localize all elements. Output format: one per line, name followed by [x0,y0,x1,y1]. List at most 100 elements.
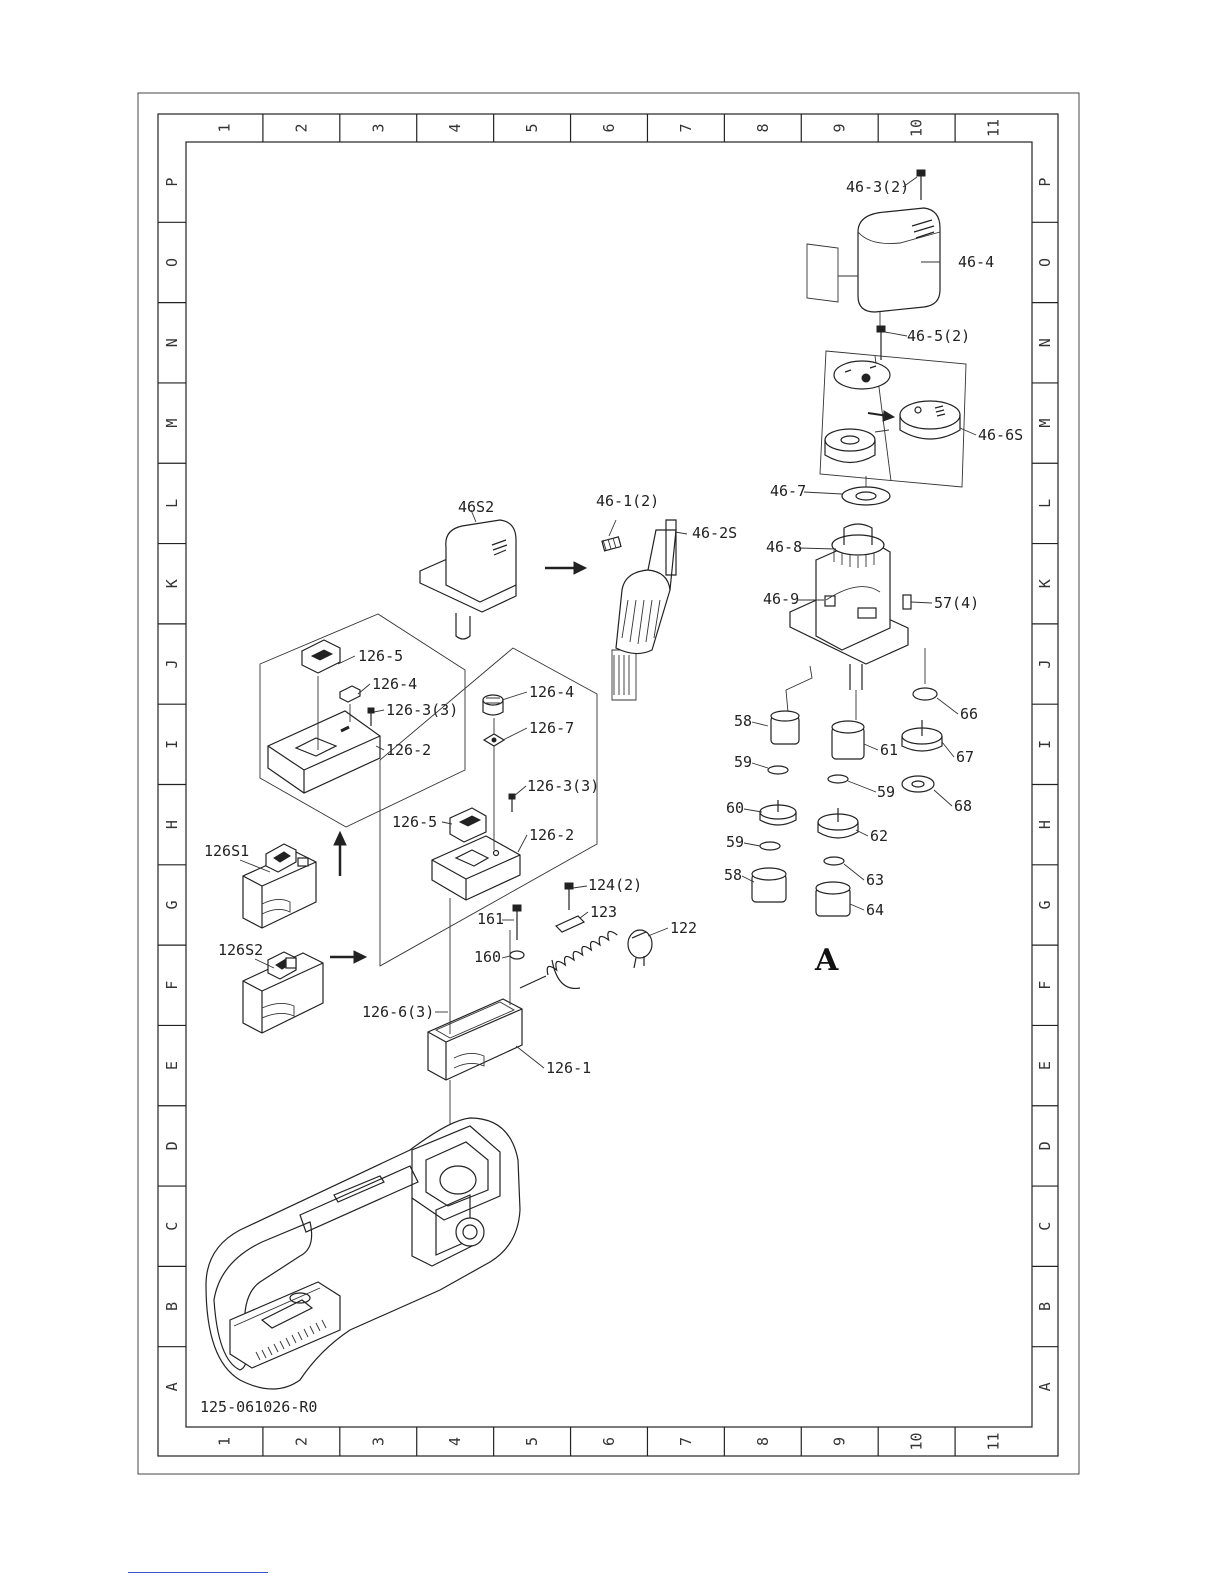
row-label-J-left: J [163,660,181,669]
row-label-D-right: D [1036,1141,1054,1150]
label-126-4-lower: 126-4 [529,683,574,701]
label-58-upper: 58 [734,712,752,730]
row-label-F-left: F [163,981,181,990]
label-124: 124(2) [588,876,642,894]
row-label-L-right: L [1036,499,1054,508]
label-58-lower: 58 [724,866,742,884]
label-126-7: 126-7 [529,719,574,737]
label-59-lower: 59 [726,833,744,851]
label-59-middle: 59 [877,783,895,801]
label-126-5-upper: 126-5 [358,647,403,665]
label-46-2S: 46-2S [692,524,737,542]
column-label-2-top: 2 [292,123,310,132]
armature-46-2S [601,519,688,701]
column-label-11-bottom: 11 [985,1432,1003,1450]
row-label-E-left: E [163,1061,181,1070]
row-label-L-left: L [163,499,181,508]
row-label-A-left: A [163,1382,181,1391]
column-label-2-bottom: 2 [292,1437,310,1446]
label-126-2-upper: 126-2 [386,741,431,759]
label-123: 123 [590,903,617,921]
label-57: 57(4) [934,594,979,612]
switch-box-upper [259,613,466,828]
row-label-H-left: H [163,820,181,829]
column-label-1-bottom: 1 [215,1437,233,1446]
label-126-2-lower: 126-2 [529,826,574,844]
label-46-9: 46-9 [763,590,799,608]
label-64: 64 [866,901,884,919]
row-label-P-right: P [1036,178,1054,187]
arrow-to-armature [545,561,588,575]
column-label-5-bottom: 5 [523,1437,541,1446]
switch-box-lower [379,647,598,967]
label-59-upper: 59 [734,753,752,771]
gear-stack-right [901,648,943,793]
label-61: 61 [880,741,898,759]
row-label-G-right: G [1036,900,1054,909]
leader-lines [239,176,977,1069]
label-60: 60 [726,799,744,817]
label-46-3: 46-3(2) [846,178,909,196]
label-66: 66 [960,705,978,723]
section-mark: A [814,943,839,978]
column-label-8-bottom: 8 [754,1437,772,1446]
column-label-10-top: 10 [908,119,926,137]
row-label-H-right: H [1036,820,1054,829]
row-label-K-left: K [163,579,181,588]
column-label-5-top: 5 [523,123,541,132]
row-label-D-left: D [163,1141,181,1150]
arrow-up [333,830,347,876]
label-46-6S: 46-6S [978,426,1023,444]
row-label-N-right: N [1036,338,1054,347]
footer-underline [128,1572,268,1573]
motor-cover [806,169,941,313]
label-126S2: 126S2 [218,941,263,959]
row-label-I-right: I [1036,740,1054,749]
label-122: 122 [670,919,697,937]
row-label-E-right: E [1036,1061,1054,1070]
callout-labels: 46-3(2) 46-4 46-5(2) 46-6S 46-7 46-8 46-… [200,178,1023,1416]
row-label-F-right: F [1036,981,1054,990]
column-label-3-top: 3 [369,123,387,132]
label-126-1: 126-1 [546,1059,591,1077]
label-46-5: 46-5(2) [907,327,970,345]
label-126-3-lower: 126-3(3) [527,777,599,795]
arrow-right-lower [330,950,368,964]
label-126-4-upper: 126-4 [372,675,417,693]
label-126-6: 126-6(3) [362,1003,434,1021]
screws-161-160-124-123 [509,882,586,960]
row-label-O-left: O [163,258,181,267]
row-label-A-right: A [1036,1382,1054,1391]
brush-plate-box [819,350,967,488]
grid-ticks [158,114,1058,1456]
label-126S1: 126S1 [204,842,249,860]
label-63: 63 [866,871,884,889]
gear-stack-middle [815,690,865,917]
column-label-7-top: 7 [677,123,695,132]
switch-assembly-126S1 [242,843,317,929]
gear-housing-46-8 [789,523,912,690]
column-label-11-top: 11 [985,119,1003,137]
power-cord-122 [519,929,653,990]
label-46S2: 46S2 [458,498,494,516]
row-label-M-left: M [163,419,181,428]
column-label-1-top: 1 [215,123,233,132]
label-68: 68 [954,797,972,815]
column-label-6-top: 6 [600,123,618,132]
label-67: 67 [956,748,974,766]
label-46-8: 46-8 [766,538,802,556]
column-label-4-top: 4 [446,123,464,132]
column-label-8-top: 8 [754,123,772,132]
column-label-10-bottom: 10 [908,1432,926,1450]
row-label-B-left: B [163,1302,181,1311]
row-label-N-left: N [163,338,181,347]
label-62: 62 [870,827,888,845]
label-160: 160 [474,948,501,966]
label-46-1: 46-1(2) [596,492,659,510]
band-saw-body [205,1117,521,1390]
screw-46-5 [876,312,886,360]
column-label-4-bottom: 4 [446,1437,464,1446]
row-label-O-right: O [1036,258,1054,267]
